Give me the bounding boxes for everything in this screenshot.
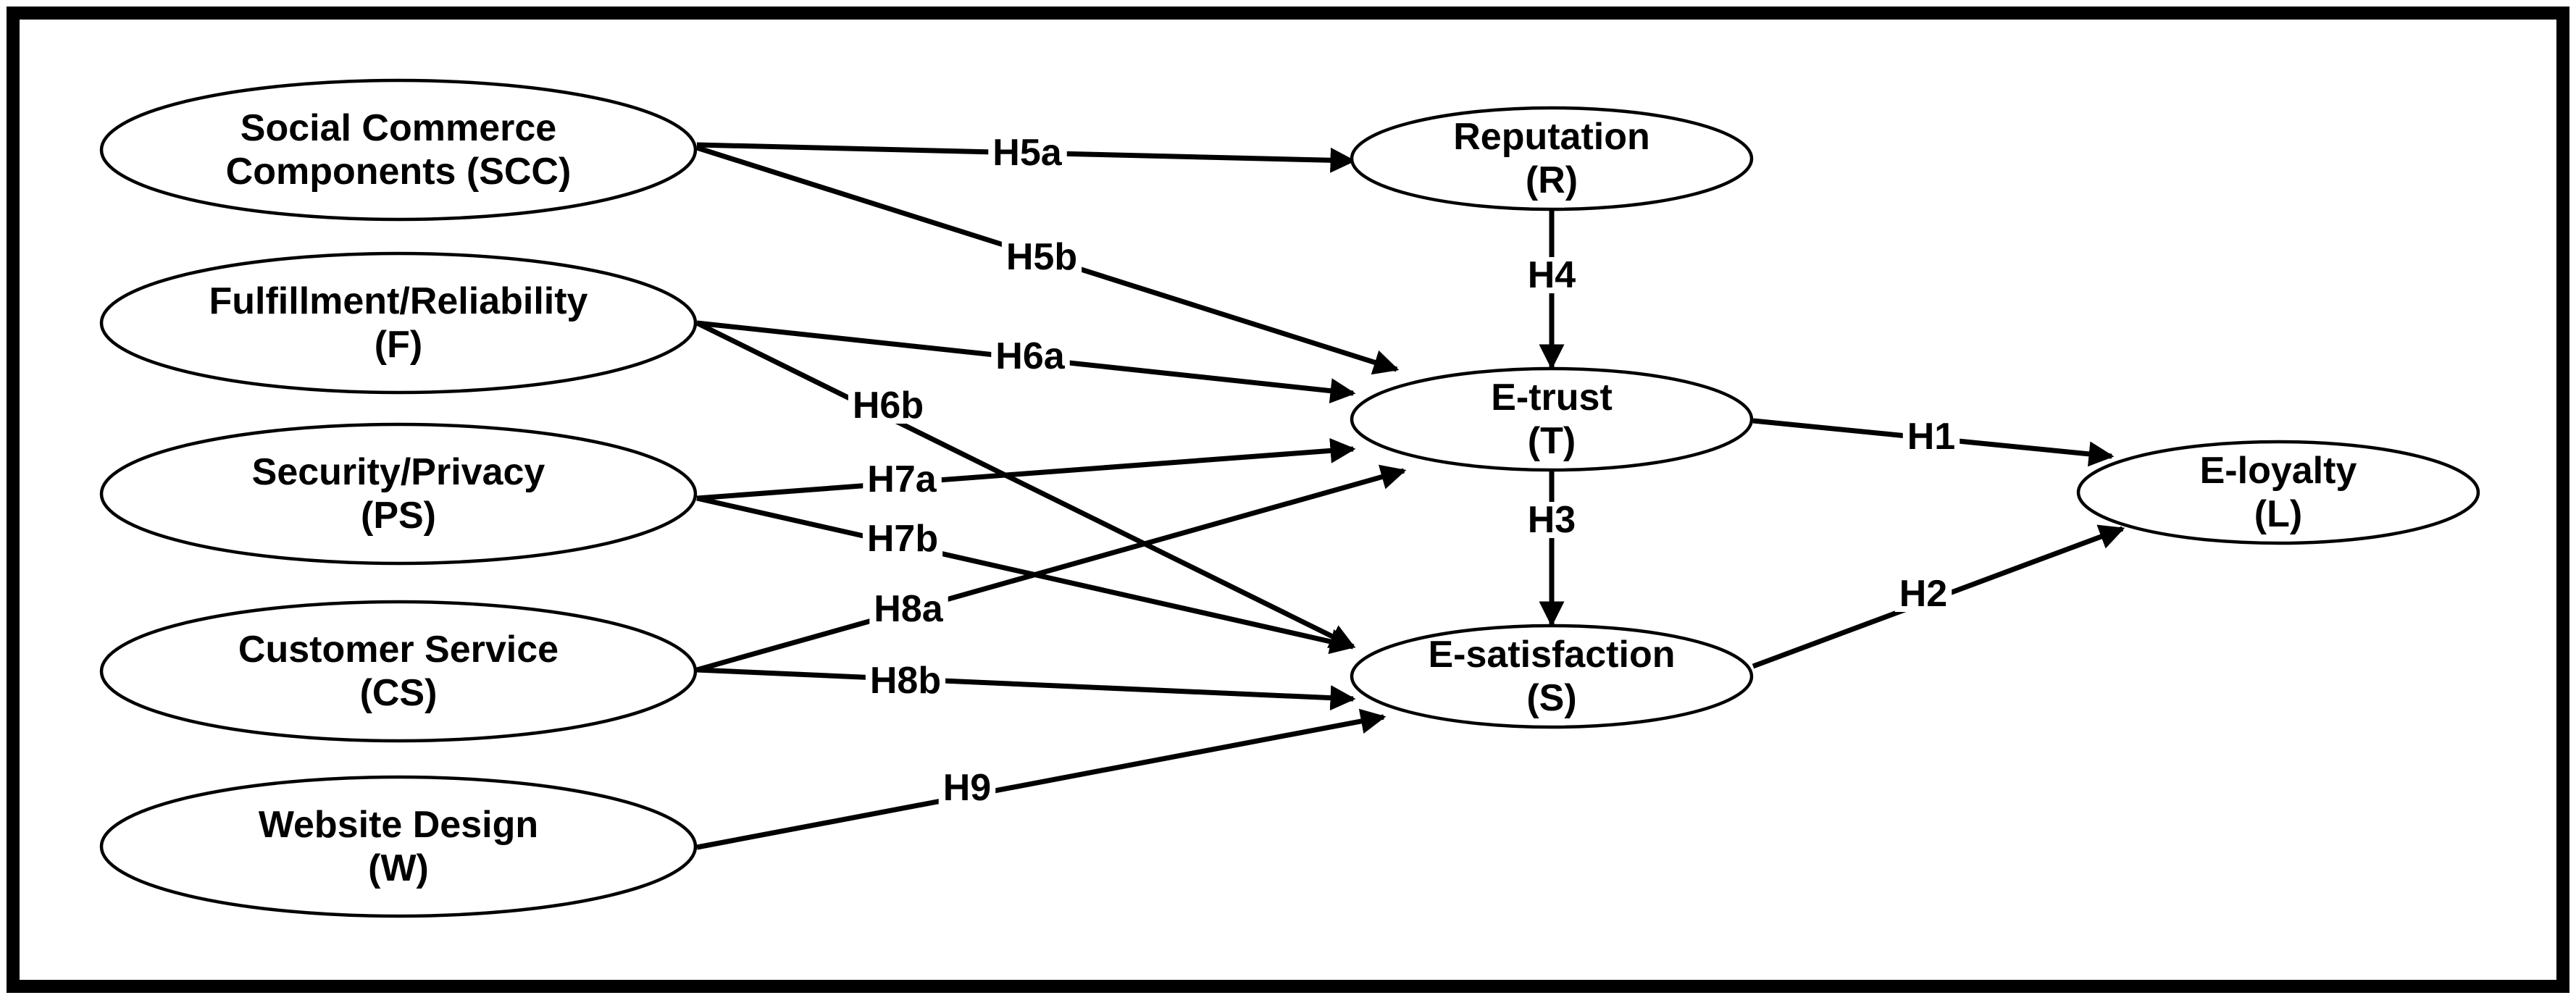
edge-cs-to-t <box>696 464 1407 673</box>
node-shape <box>99 78 698 222</box>
node-l: E-loyalty(L) <box>2076 440 2480 545</box>
edge-label-background <box>862 521 943 557</box>
node-label-line: (S) <box>1526 677 1576 719</box>
edge-ps-to-s <box>696 495 1356 655</box>
node-ps: Security/Privacy(PS) <box>99 422 698 566</box>
edge-label-h3: H3 <box>1528 499 1576 541</box>
edge-label-background <box>869 591 948 627</box>
edge-label-h6b: H6b <box>853 385 924 427</box>
edge-label-background <box>1001 239 1082 275</box>
node-w: Website Design(W) <box>99 775 698 918</box>
edge-label-h8b: H8b <box>870 660 941 702</box>
node-label-line: E-loyalty <box>2200 450 2357 492</box>
edge-label-background <box>988 135 1067 171</box>
edge-label-h9: H9 <box>943 767 991 809</box>
edge-ps-to-t <box>696 437 1356 501</box>
node-shape <box>99 775 698 918</box>
node-label-line: Reputation <box>1453 116 1650 158</box>
node-label-line: Website Design <box>259 804 538 846</box>
node-label-line: E-satisfaction <box>1429 634 1676 676</box>
node-label-line: Components (SCC) <box>226 151 572 193</box>
node-shape <box>99 600 698 743</box>
node-label-line: (R) <box>1526 159 1578 201</box>
node-t: E-trust(T) <box>1350 366 1754 472</box>
edge-label-background <box>865 663 946 699</box>
node-s: E-satisfaction(S) <box>1350 624 1754 729</box>
node-label-line: E-trust <box>1491 377 1613 419</box>
node-label-line: Customer Service <box>238 629 559 671</box>
edge-label-h8a: H8a <box>874 588 943 630</box>
node-f: Fulfillment/Reliability(F) <box>99 251 698 395</box>
node-shape <box>1350 624 1754 729</box>
node-label-line: (PS) <box>361 495 436 537</box>
node-cs: Customer Service(CS) <box>99 600 698 743</box>
node-shape <box>1350 106 1754 211</box>
edge-label-background <box>848 387 929 424</box>
node-label-line: (T) <box>1528 420 1576 462</box>
edge-label-background <box>1902 419 1960 455</box>
node-shape <box>2076 440 2480 545</box>
edge-label-h7b: H7b <box>867 518 938 560</box>
node-label-line: (CS) <box>360 672 438 714</box>
edge-f-to-s <box>695 320 1356 650</box>
edge-label-h7a: H7a <box>867 458 937 500</box>
node-r: Reputation(R) <box>1350 106 1754 211</box>
node-shape <box>99 251 698 395</box>
edge-label-h5a: H5a <box>992 132 1062 174</box>
node-label-line: Security/Privacy <box>252 451 545 493</box>
edge-label-h1: H1 <box>1907 416 1955 458</box>
edge-label-background <box>938 770 996 806</box>
node-label-line: (W) <box>368 847 429 889</box>
edge-label-h2: H2 <box>1899 573 1947 615</box>
edge-label-h5b: H5b <box>1006 236 1077 278</box>
node-shape <box>1350 366 1754 472</box>
node-label-line: (L) <box>2254 493 2302 535</box>
node-label-line: Social Commerce <box>241 107 556 149</box>
edge-cs-to-s <box>696 667 1356 711</box>
edge-label-background <box>1894 576 1952 612</box>
edge-label-h6a: H6a <box>995 335 1065 377</box>
edge-label-background <box>1523 502 1581 538</box>
node-label-line: (F) <box>375 324 422 366</box>
node-shape <box>99 422 698 566</box>
edge-w-to-s <box>696 708 1387 850</box>
edge-label-background <box>991 338 1070 374</box>
edge-label-h4: H4 <box>1528 254 1576 296</box>
edge-label-background <box>863 461 942 498</box>
node-label-line: Fulfillment/Reliability <box>209 280 588 322</box>
edge-label-background <box>1523 257 1581 293</box>
